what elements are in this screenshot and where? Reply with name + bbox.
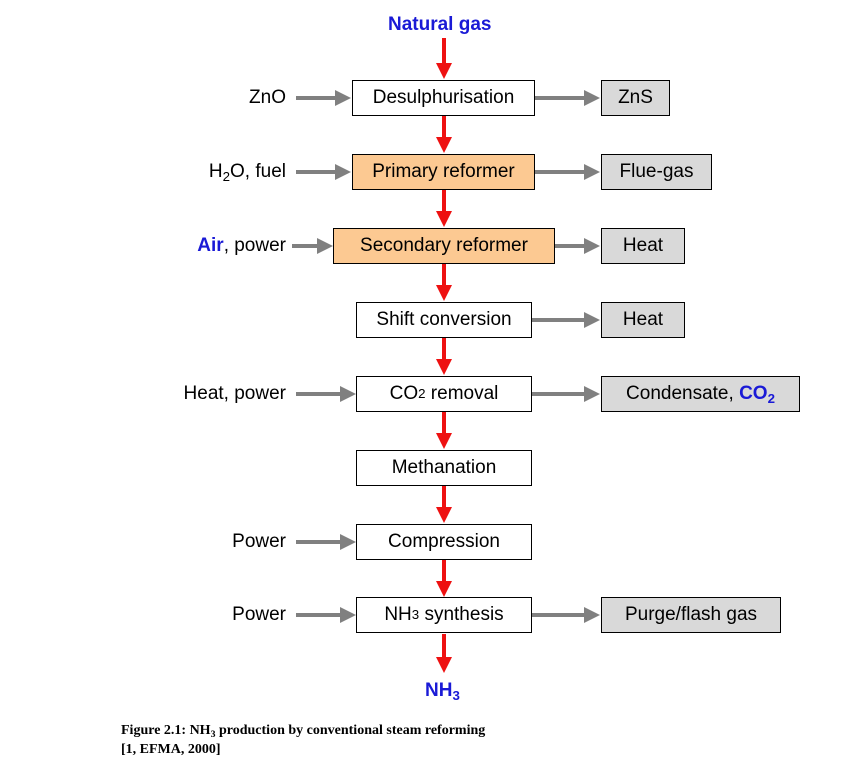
process-nh: NH — [384, 604, 412, 625]
input-power-1: Power — [232, 531, 286, 552]
process-label: Methanation — [391, 457, 497, 478]
process-label: Shift conversion — [376, 309, 512, 330]
natural-gas-input: Natural gas — [388, 14, 492, 35]
output-label: Flue-gas — [619, 161, 694, 182]
output-co: CO — [739, 383, 768, 404]
process-shift-conversion: Shift conversion — [356, 302, 532, 338]
process-label: Primary reformer — [372, 161, 515, 182]
process-compression: Compression — [356, 524, 532, 560]
output-label: Purge/flash gas — [624, 604, 758, 625]
process-methanation: Methanation — [356, 450, 532, 486]
process-synthesis: synthesis — [419, 604, 504, 625]
process-co: CO — [389, 383, 419, 404]
input-air-power: Air, power — [197, 235, 286, 257]
output-co-sub: 2 — [767, 390, 775, 406]
output-label: Heat — [622, 309, 664, 330]
output-label: Heat — [622, 235, 664, 256]
caption-sub: 3 — [210, 728, 216, 740]
process-removal: removal — [425, 383, 499, 404]
process-secondary-reformer: Secondary reformer — [333, 228, 555, 264]
input-h: H — [208, 161, 223, 182]
input-power-2: Power — [232, 604, 286, 625]
output-zns: ZnS — [601, 80, 670, 116]
nh3-sub: 3 — [452, 687, 460, 703]
caption-line-1: Figure 2.1: NH3 production by convention… — [121, 721, 485, 740]
nh3-main: NH — [425, 680, 453, 701]
input-heat-power: Heat, power — [183, 383, 286, 404]
process-label: Secondary reformer — [360, 235, 528, 256]
input-zno: ZnO — [249, 87, 286, 108]
process-label: Desulphurisation — [372, 87, 515, 108]
output-condensate: Condensate, — [626, 383, 740, 404]
input-power: , power — [223, 235, 286, 256]
input-o-fuel: O, fuel — [230, 161, 286, 182]
nh3-output: NH3 — [425, 680, 460, 702]
output-heat-1: Heat — [601, 228, 685, 264]
output-label: ZnS — [618, 87, 653, 108]
input-h-sub: 2 — [222, 168, 231, 184]
figure-caption: Figure 2.1: NH3 production by convention… — [121, 721, 485, 759]
process-primary-reformer: Primary reformer — [352, 154, 535, 190]
output-flue-gas: Flue-gas — [601, 154, 712, 190]
caption-post: production by conventional steam reformi… — [215, 723, 486, 738]
output-condensate-co2: Condensate, CO2 — [601, 376, 800, 412]
output-co2: CO2 — [739, 383, 775, 405]
output-heat-2: Heat — [601, 302, 685, 338]
input-h2o-fuel: H2O, fuel — [209, 161, 286, 183]
output-purge-flash-gas: Purge/flash gas — [601, 597, 781, 633]
input-air: Air — [197, 235, 224, 256]
caption-pre: Figure 2.1: NH — [121, 723, 211, 738]
caption-line-2: [1, EFMA, 2000] — [121, 742, 221, 757]
process-label: Compression — [388, 531, 500, 552]
process-desulphurisation: Desulphurisation — [352, 80, 535, 116]
